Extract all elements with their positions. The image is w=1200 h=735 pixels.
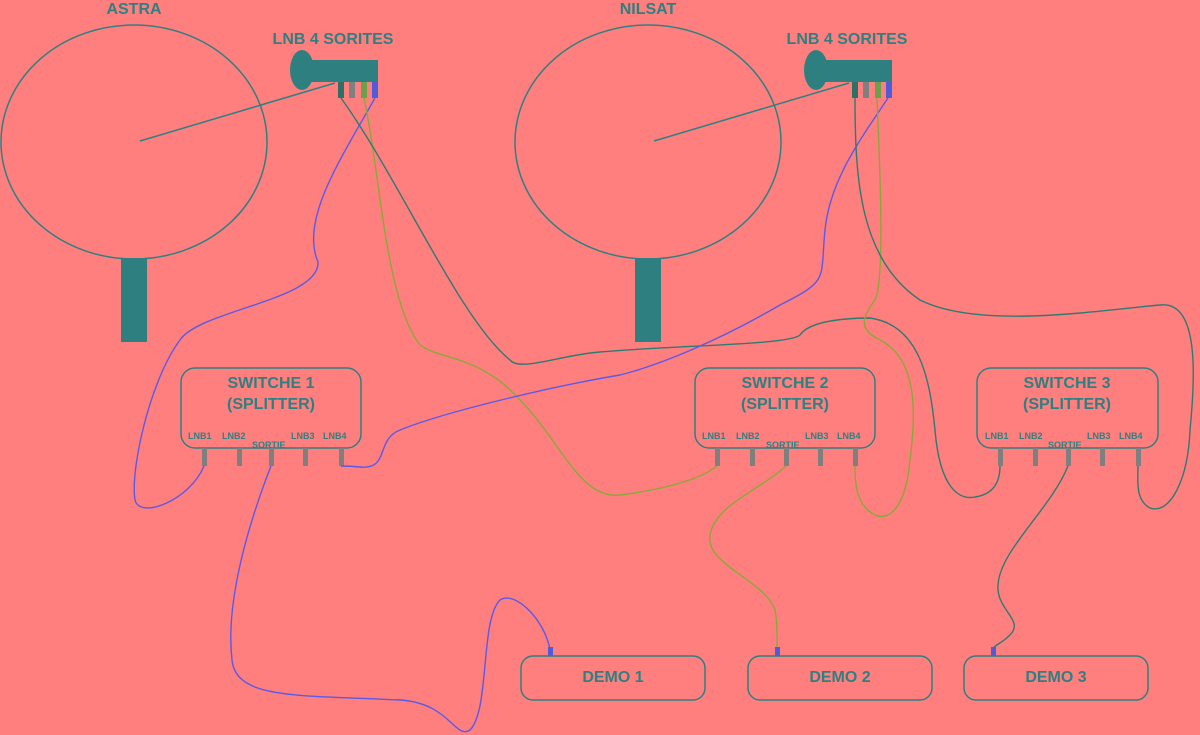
astra-label: ASTRA [106, 1, 162, 18]
switch-1-title: SWITCHE 1 [227, 375, 315, 392]
nilsat-stand [635, 258, 661, 342]
port-sortie: SORTIE [1048, 440, 1082, 450]
demo-2-box [747, 655, 933, 701]
demo-1-box [520, 655, 706, 701]
wire-nilsat-teal [854, 97, 1195, 510]
port-sortie: SORTIE [252, 440, 286, 450]
switch-2-title: SWITCHE 2 [741, 375, 829, 392]
wire-switch2-demo2 [709, 465, 787, 651]
demo-2-label: DEMO 2 [809, 669, 871, 686]
demo-3-label: DEMO 3 [1025, 669, 1087, 686]
astra-dish-arm [139, 82, 336, 142]
switch-3-subtitle: (SPLITTER) [1023, 396, 1111, 413]
port-lnb3: LNB3 [291, 431, 315, 441]
demo-3-box [963, 655, 1149, 701]
wire-astra-green [363, 97, 718, 496]
switch-2-subtitle: (SPLITTER) [741, 396, 829, 413]
switch-1-subtitle: (SPLITTER) [227, 396, 315, 413]
switch-pins [202, 448, 1141, 466]
port-lnb1: LNB1 [702, 431, 726, 441]
port-lnb2: LNB2 [736, 431, 760, 441]
port-lnb3: LNB3 [1087, 431, 1111, 441]
wire-switch1-demo1 [230, 465, 551, 733]
nilsat-dish [514, 24, 782, 260]
lnb-pins [338, 82, 892, 98]
demo-1-label: DEMO 1 [582, 669, 644, 686]
port-lnb1: LNB1 [985, 431, 1009, 441]
astra-lnb [290, 50, 378, 90]
astra-dish [0, 24, 268, 260]
nilsat-label: NILSAT [619, 1, 677, 18]
astra-stand [121, 258, 147, 342]
wire-switch3-demo3 [992, 465, 1069, 651]
nilsat-lnb [804, 50, 892, 90]
wire-nilsat-green [854, 97, 915, 518]
port-lnb4: LNB4 [323, 431, 347, 441]
demo-input-markers [548, 647, 996, 656]
port-lnb2: LNB2 [1019, 431, 1043, 441]
switch-3-title: SWITCHE 3 [1023, 375, 1111, 392]
wire-astra-teal [340, 97, 1001, 499]
wire-astra-blue [133, 97, 376, 509]
nilsat-lnb-label: LNB 4 SORITES [786, 31, 908, 48]
wire-nilsat-blue [340, 97, 889, 468]
port-lnb2: LNB2 [222, 431, 246, 441]
port-lnb1: LNB1 [188, 431, 212, 441]
port-lnb3: LNB3 [805, 431, 829, 441]
port-lnb4: LNB4 [837, 431, 861, 441]
nilsat-dish-arm [653, 82, 850, 142]
astra-lnb-label: LNB 4 SORITES [272, 31, 394, 48]
port-lnb4: LNB4 [1119, 431, 1143, 441]
port-sortie: SORTIE [766, 440, 800, 450]
